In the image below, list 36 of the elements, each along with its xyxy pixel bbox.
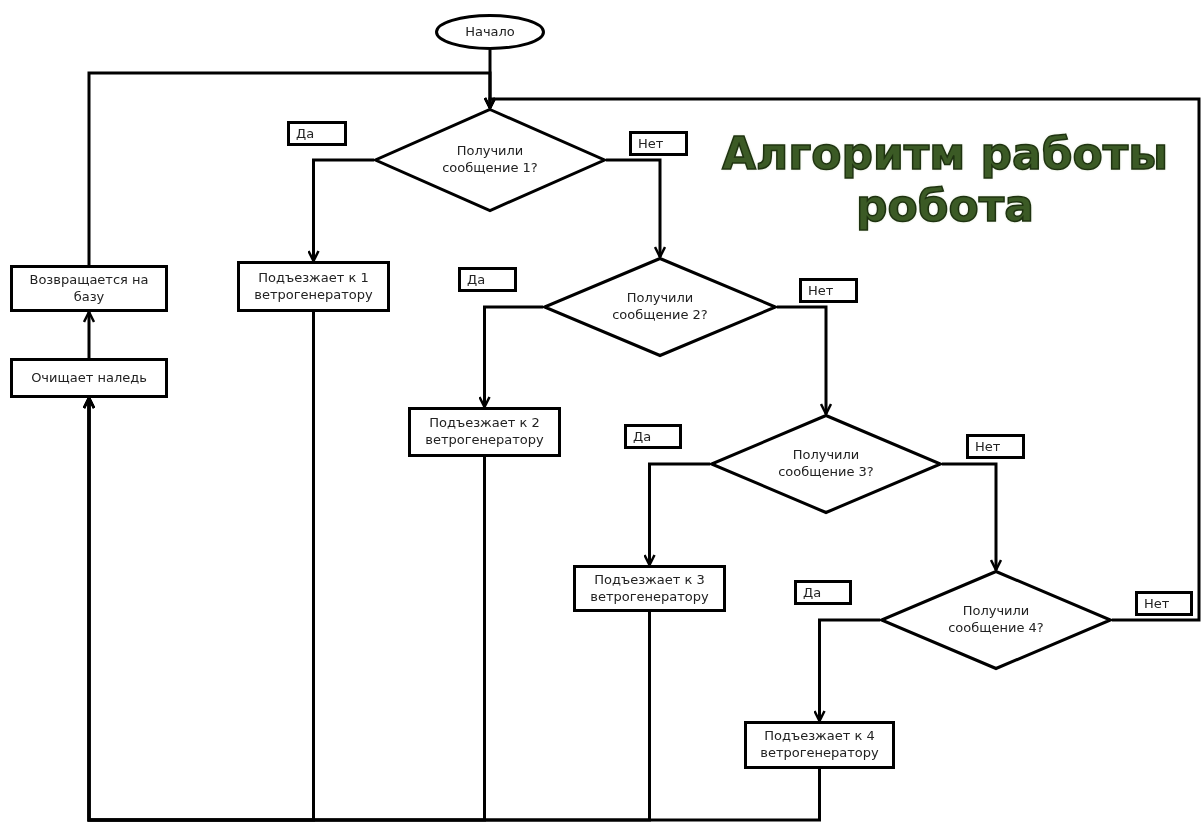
process-text: Подъезжает к 1 ветрогенератору [253, 269, 374, 304]
arrow [307, 158, 374, 263]
process-box [10, 358, 168, 398]
edge-label: Нет [1135, 591, 1193, 616]
process-text: Очищает наледь [31, 369, 147, 387]
terminal-label: Начало [465, 23, 515, 41]
decision-text: Получили сообщение 4? [947, 603, 1045, 637]
decision-text: Получили сообщение 2? [611, 290, 709, 324]
edge-label: Да [794, 580, 852, 605]
arrow [478, 305, 543, 409]
arrow [82, 396, 821, 822]
decision-text: Получили сообщение 3? [777, 447, 875, 481]
edge-label: Нет [966, 434, 1025, 459]
edge-label: Да [287, 121, 347, 146]
title: Алгоритм работы робота [720, 128, 1169, 232]
process-text: Возвращается на базу [28, 271, 150, 306]
edge-label: Нет [629, 131, 688, 156]
process-text: Подъезжает к 4 ветрогенератору [759, 728, 880, 762]
edge-label: Да [624, 424, 682, 449]
process-box [744, 721, 895, 769]
process-text: Подъезжает к 2 ветрогенератору [424, 415, 545, 449]
edge-label: Нет [799, 278, 858, 303]
process-box [408, 407, 561, 457]
process-box [237, 261, 390, 312]
arrow [777, 305, 833, 416]
process-text: Подъезжает к 3 ветрогенератору [589, 571, 710, 606]
arrow [942, 462, 1003, 572]
arrow [87, 71, 497, 265]
edge-label: Да [458, 267, 517, 292]
arrow [643, 462, 710, 567]
process-box [573, 565, 726, 612]
process-box [10, 265, 168, 312]
arrow [813, 618, 880, 723]
arrow [82, 310, 96, 358]
arrow [606, 158, 667, 259]
decision-text: Получили сообщение 1? [441, 143, 539, 177]
